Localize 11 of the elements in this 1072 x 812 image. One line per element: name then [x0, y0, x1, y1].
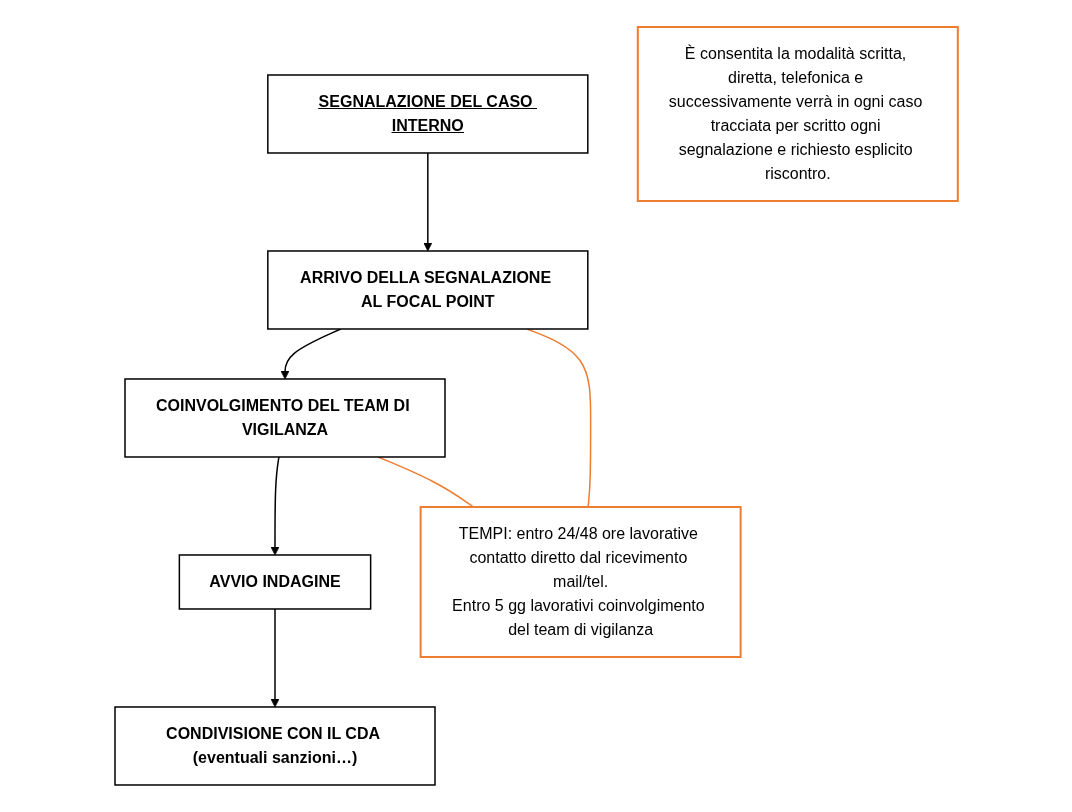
arrow [270, 608, 279, 708]
node-box: SEGNALAZIONE DEL CASO INTERNO [266, 74, 589, 154]
node-box: ARRIVO DELLA SEGNALAZIONE AL FOCAL POINT [266, 250, 589, 330]
node-box: AVVIO INDAGINE [178, 554, 371, 610]
node-box: TEMPI: entro 24/48 ore lavorative contatto diretto dal ricevimento mail/tel. Entro 5 gg lavorativi coinvolgimento del team di vigilanza [419, 506, 742, 658]
node-box: CONDIVISIONE CON IL CDA (eventuali sanzioni…) [113, 706, 436, 786]
node-box: COINVOLGIMENTO DEL TEAM DI VIGILANZA [123, 378, 446, 458]
arrow [270, 456, 280, 556]
node-box: È consentita la modalità scritta, diretta, telefonica e successivamente verrà in ogni caso tracciata per scritto ogni segnalazione e richiesto esplicito riscontro. [636, 26, 959, 202]
arrow [280, 328, 342, 380]
arrow [423, 152, 432, 252]
